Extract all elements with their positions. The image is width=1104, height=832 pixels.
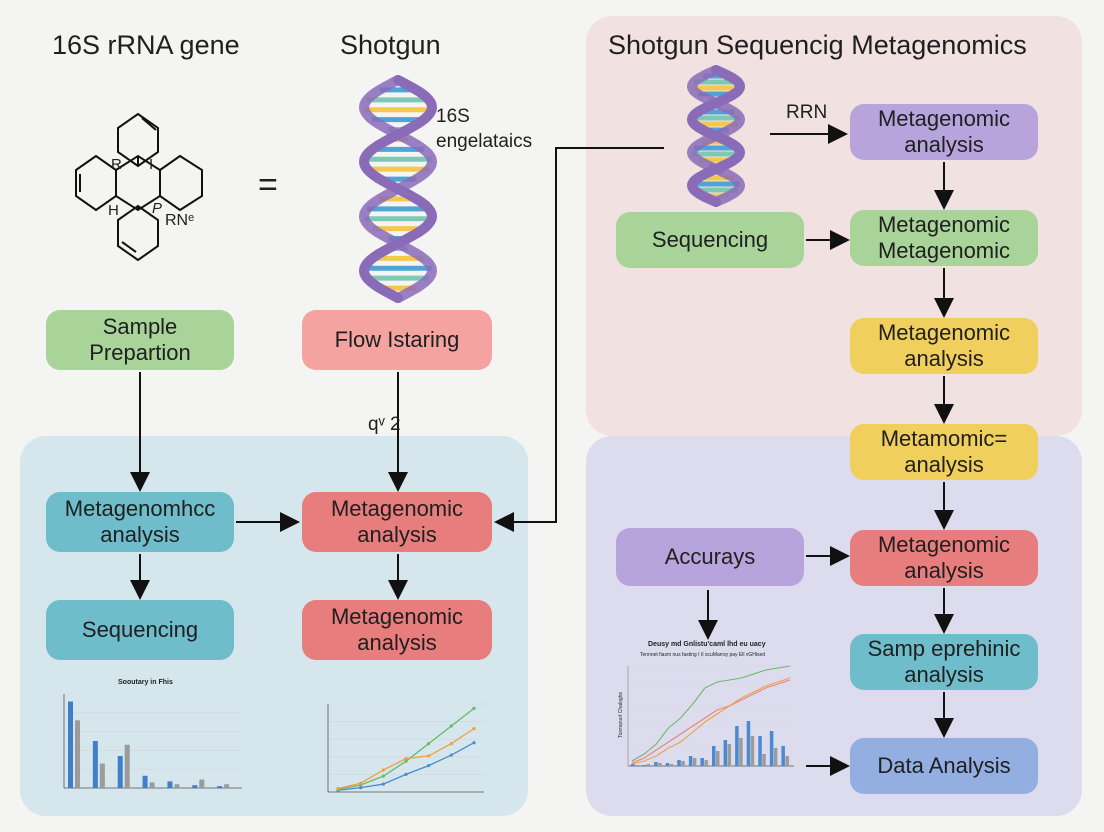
chart3-subtitle: Tennnet fiasm nus fasting I II scuMarrsy… — [640, 652, 766, 658]
bar-mark — [750, 736, 755, 766]
line-point — [359, 781, 363, 785]
bar-mark — [704, 760, 708, 766]
line-series — [631, 677, 791, 765]
bar-mark — [654, 762, 658, 766]
chart3-title: Deusy md Gnlistu'caml lhd eu uacy — [648, 641, 766, 648]
bar-mark — [773, 748, 778, 766]
bar-mark — [677, 760, 681, 766]
bar-mark — [174, 784, 180, 788]
bar-mark — [149, 782, 155, 788]
dna-strand — [358, 75, 438, 303]
bar-mark — [124, 744, 130, 788]
mid-title: Shotgun — [340, 30, 441, 60]
bar-mark — [217, 786, 223, 788]
equals-sign: = — [258, 166, 278, 204]
molecule-label-rn: RNᵉ — [165, 212, 195, 229]
right-metagenomic-box-2[interactable]: Metagenomic Metagenomic — [850, 210, 1038, 266]
bar-mark — [723, 740, 728, 766]
line-point — [472, 706, 476, 710]
right-metamomic-box[interactable]: Metamomic= analysis — [850, 424, 1038, 480]
bar-mark — [746, 721, 751, 766]
bar-mark — [99, 763, 105, 788]
bar-mark — [167, 781, 173, 788]
bar-mark — [635, 765, 639, 766]
line-series — [631, 665, 791, 762]
bar-mark — [712, 746, 716, 766]
bar-mark — [199, 779, 205, 788]
right-metagenomic-box-1[interactable]: Metagenomic analysis — [850, 104, 1038, 160]
bar-mark — [739, 738, 743, 766]
line-point — [336, 786, 340, 791]
line-series — [337, 707, 475, 790]
bar-mark — [142, 775, 148, 788]
dna-strand — [358, 75, 438, 303]
bar-mark — [117, 756, 123, 788]
line-chart-middle — [327, 703, 484, 793]
sequencing-box-left[interactable]: Sequencing — [46, 600, 234, 660]
bar-mark — [224, 784, 230, 788]
bar-mark — [658, 763, 662, 766]
metagenomic-analysis-box-3[interactable]: Metagenomic analysis — [302, 600, 492, 660]
bar-chart-left — [63, 693, 242, 789]
molecule-label-h: H — [108, 202, 119, 219]
bar-mark — [68, 701, 73, 788]
bar-mark — [758, 736, 762, 766]
metagenomic-analysis-box-2[interactable]: Metagenomic analysis — [302, 492, 492, 552]
right-title: Shotgun Sequencig Metagenomics — [608, 30, 1027, 60]
line-series — [631, 679, 791, 764]
chart1-title: Sooutary in Fhis — [118, 679, 173, 686]
bar-mark — [681, 761, 685, 766]
bar-mark — [646, 764, 651, 766]
line-point — [381, 774, 385, 778]
bar-mark — [727, 744, 732, 766]
line-point — [404, 759, 408, 763]
samp-eprehinic-box[interactable]: Samp eprehinic analysis — [850, 634, 1038, 690]
bar-mark — [716, 751, 720, 766]
bar-mark — [75, 720, 80, 788]
bar-mark — [735, 726, 739, 766]
bar-mark — [700, 758, 704, 766]
rrn-label: RRN — [786, 102, 828, 123]
data-analysis-box[interactable]: Data Analysis — [850, 738, 1038, 794]
left-title: 16S rRNA gene — [52, 30, 240, 60]
molecule-label-p: P — [152, 200, 163, 217]
bar-mark — [769, 731, 774, 766]
line-point — [449, 742, 453, 746]
line-point — [472, 727, 476, 731]
bar-mark — [762, 754, 766, 766]
molecule-label-r: R — [111, 156, 122, 173]
combo-chart-right — [627, 665, 795, 767]
line-point — [449, 724, 453, 728]
molecule-label-i: I — [149, 156, 154, 173]
right-sequencing-box[interactable]: Sequencing — [616, 212, 804, 268]
bar-mark — [642, 765, 647, 766]
accurays-box[interactable]: Accurays — [616, 528, 804, 586]
bar-mark — [192, 785, 198, 788]
line-point — [427, 754, 431, 758]
line-point — [404, 756, 408, 761]
line-point — [404, 772, 408, 776]
bar-mark — [665, 763, 670, 766]
metagenomic-analysis-box-1[interactable]: Metagenomhcc analysis — [46, 492, 234, 552]
line-point — [427, 742, 431, 746]
line-point — [427, 764, 431, 768]
bar-mark — [92, 741, 98, 788]
bar-mark — [692, 758, 697, 766]
line-point — [359, 786, 363, 790]
dna-label: 16S engelataics — [436, 106, 533, 152]
right-metagenomic-box-5[interactable]: Metagenomic analysis — [850, 530, 1038, 586]
bar-mark — [631, 764, 635, 766]
arrow-label-q2: qᵛ 2 — [368, 414, 401, 435]
sample-preparation-box[interactable]: Sample Prepartion — [46, 310, 234, 370]
line-point — [472, 741, 476, 745]
flow-istaring-box[interactable]: Flow Istaring — [302, 310, 492, 370]
bar-mark — [669, 764, 674, 766]
right-metagenomic-box-3[interactable]: Metagenomic analysis — [850, 318, 1038, 374]
bar-mark — [688, 756, 693, 766]
line-point — [381, 782, 385, 786]
bar-mark — [785, 756, 789, 766]
bar-mark — [781, 746, 785, 766]
line-point — [449, 753, 453, 757]
line-point — [381, 768, 385, 772]
